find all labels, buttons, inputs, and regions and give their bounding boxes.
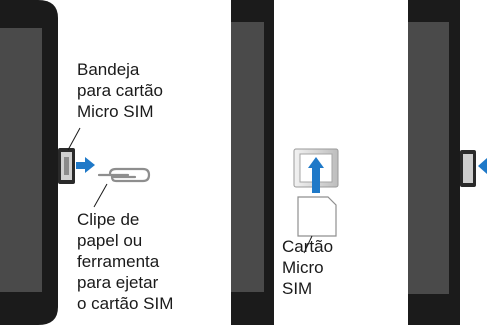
arrow-icon bbox=[76, 157, 95, 173]
sim-tray-label: Bandeja para cartão Micro SIM bbox=[77, 60, 163, 121]
sim-card-label: Cartão Micro SIM bbox=[282, 237, 334, 298]
sim-tray-icon bbox=[460, 150, 476, 187]
sim-card-icon bbox=[297, 196, 337, 237]
paperclip-label: Clipe de papel ou ferramenta para ejetar… bbox=[77, 210, 174, 313]
phone-screen-3 bbox=[408, 22, 449, 294]
panel-2 bbox=[231, 0, 339, 325]
card-leader-line bbox=[303, 235, 313, 254]
arrow-icon bbox=[308, 157, 324, 193]
panel-1 bbox=[0, 0, 151, 325]
panel-3 bbox=[408, 0, 487, 325]
clip-leader-line bbox=[93, 183, 108, 208]
tray-leader-line bbox=[67, 127, 81, 151]
phone-screen-1 bbox=[0, 28, 42, 292]
paperclip-icon bbox=[97, 167, 151, 183]
arrow-icon bbox=[478, 158, 487, 174]
sim-tray-icon bbox=[58, 148, 75, 184]
phone-screen-2 bbox=[231, 22, 264, 292]
